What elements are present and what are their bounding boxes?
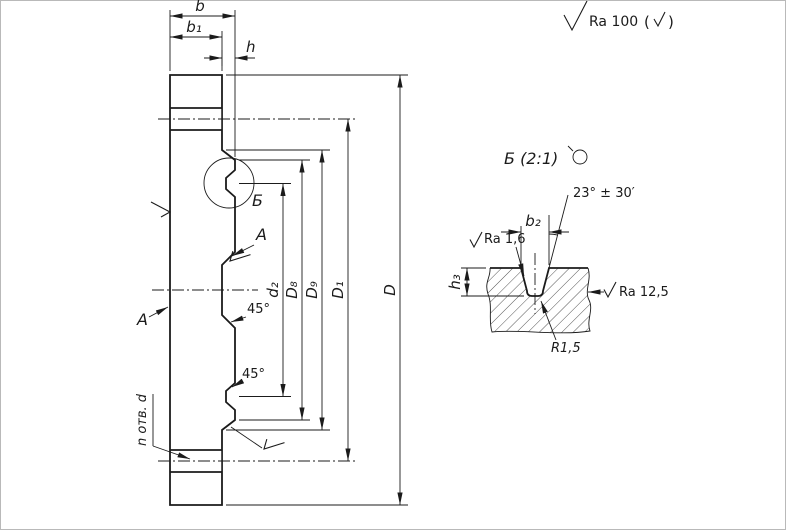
dim-label-b1: b₁ (186, 18, 202, 36)
paren-open: ( (644, 13, 650, 31)
surface-a-label: А (136, 310, 148, 329)
roughness-icon (263, 438, 285, 450)
roughness-icon (603, 281, 617, 299)
dim-label-b: b (195, 0, 205, 15)
roughness-icon (563, 0, 588, 32)
roughness-icon (150, 201, 172, 218)
dimension-D9: D₉ (226, 149, 330, 431)
roughness-face-value: Ra 12,5 (619, 285, 669, 300)
rotated-view-icon-tail (567, 145, 574, 152)
dimension-b: b (169, 0, 236, 157)
dim-label-D: D (381, 284, 399, 296)
leader-line (231, 244, 255, 257)
detail-circle (203, 157, 255, 209)
roughness-wall-value: Ra 1,6 (484, 232, 526, 247)
dim-label-d2: d₂ (264, 282, 282, 298)
detail-mark-label: Б (252, 191, 263, 210)
dimension-d2: d₂ (239, 183, 291, 397)
holes-note-label: n отв. d (135, 393, 150, 446)
surface-mark-A-right: А (231, 225, 267, 257)
dimension-b2: b₂ (501, 212, 569, 265)
roughness-icon (469, 231, 483, 249)
dimension-h: h (204, 38, 256, 66)
leader-line (230, 426, 263, 449)
detail-break-lines (486, 267, 592, 334)
leader-line (148, 306, 169, 318)
dimension-radius: R1,5 (540, 300, 581, 356)
dim-label-D8: D₈ (283, 281, 301, 299)
leader-line (230, 315, 247, 323)
dimension-h3: h₃ (446, 267, 524, 297)
roughness-icon (229, 250, 251, 262)
leader-line (231, 378, 245, 388)
dimension-D8: D₈ (239, 159, 310, 421)
leader-line (515, 246, 525, 277)
dim-label-b2: b₂ (525, 212, 541, 230)
leader-line (540, 300, 557, 341)
paren-close: ) (668, 13, 674, 31)
roughness-groove-wall: Ra 1,6 (469, 231, 526, 277)
radius-label: R1,5 (551, 341, 581, 356)
surface-mark-A-left: А (136, 306, 169, 329)
flange-section-view (152, 74, 356, 506)
detail-view-title: Б (2:1) (504, 149, 558, 168)
holes-callout: n отв. d (135, 393, 191, 460)
leader-line (152, 445, 191, 460)
dim-label-D9: D₉ (303, 281, 321, 299)
flange-outline (169, 74, 236, 506)
angle-label: 23° ± 30′ (573, 186, 635, 201)
angle-side-line (548, 194, 569, 269)
roughness-icon-small (653, 11, 666, 28)
surface-finish-icon-left-face (150, 201, 172, 218)
dimension-angle: 23° ± 30′ (548, 186, 635, 269)
chamfer-45-upper: 45° (230, 302, 270, 323)
dimension-b1: b₁ (170, 18, 223, 71)
angle-arc (548, 233, 558, 236)
general-roughness-value: Ra 100 (589, 14, 638, 30)
detail-block (486, 268, 591, 333)
detail-callout-B: Б (203, 157, 263, 210)
chamfer-label: 45° (242, 367, 265, 382)
surface-finish-icon-upper-chamfer (229, 250, 251, 262)
dimension-D1: D₁ (329, 119, 351, 461)
dimension-D: D (226, 74, 408, 506)
dim-label-D1: D₁ (329, 281, 347, 299)
chamfer-45-lower: 45° (231, 367, 265, 388)
detail-view-B: Б (2:1) b₂ 23° ± 30′ Ra 1,6 (446, 145, 669, 356)
chamfer-label: 45° (247, 302, 270, 317)
rotated-view-icon (572, 149, 588, 165)
dim-label-h3: h₃ (446, 274, 464, 290)
surface-a-label: А (255, 225, 267, 244)
roughness-face: Ra 12,5 (588, 281, 669, 300)
bolt-hole-top (171, 108, 222, 130)
dim-label-h: h (246, 38, 256, 56)
general-roughness-note: Ra 100 ( ) (563, 0, 674, 32)
surface-finish-icon-lower-step (230, 426, 285, 450)
